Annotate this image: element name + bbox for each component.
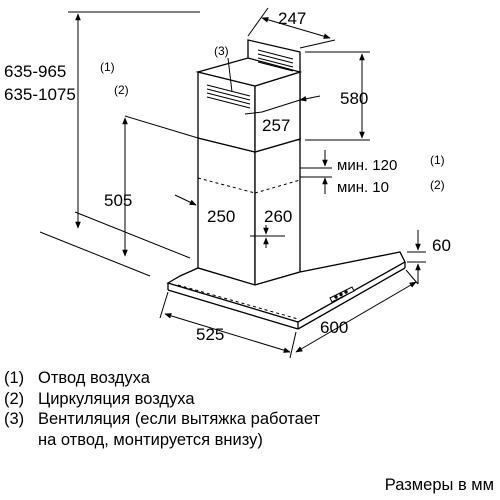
legend-item-2: (2) Циркуляция воздуха bbox=[4, 389, 496, 410]
dimension-lines bbox=[75, 7, 426, 359]
vent-callout-label: (3) bbox=[214, 44, 229, 58]
dim-chimney-depth-lower: 260 bbox=[264, 207, 292, 226]
dim-chimney-depth: 257 bbox=[262, 116, 290, 135]
dim-total-height-opt2-ref: (2) bbox=[114, 83, 129, 97]
dim-canopy-height: 60 bbox=[432, 236, 451, 255]
legend-item-2-text: Циркуляция воздуха bbox=[38, 389, 195, 408]
legend-item-1-num: (1) bbox=[4, 369, 25, 387]
dim-upper-chimney-height: 580 bbox=[340, 89, 368, 108]
dim-total-height-opt2: 635-1075 bbox=[4, 85, 76, 104]
units-note: Размеры в мм bbox=[384, 476, 494, 494]
wall-lines bbox=[39, 11, 200, 277]
dim-total-height-opt1: 635-965 bbox=[4, 62, 66, 81]
legend-item-3-continuation: на отвод, монтируется внизу) bbox=[38, 430, 263, 449]
dim-total-height-opt1-ref: (1) bbox=[100, 60, 115, 74]
min-gap-2-ref: (2) bbox=[430, 178, 445, 192]
legend-item-3: (3) Вентиляция (если вытяжка работает bbox=[4, 409, 496, 430]
vent-slots-rear bbox=[257, 49, 294, 72]
chimney-joint-dashed bbox=[197, 177, 301, 194]
legend-item-3-num: (3) bbox=[4, 410, 25, 428]
dim-chimney-width: 250 bbox=[207, 207, 235, 226]
min-gap-2: мин. 10 bbox=[337, 179, 389, 196]
dim-chimney-lower-height: 505 bbox=[104, 191, 132, 210]
legend-item-1: (1) Отвод воздуха bbox=[4, 368, 496, 389]
legend-item-2-num: (2) bbox=[4, 389, 25, 408]
legend-item-1-text: Отвод воздуха bbox=[38, 369, 150, 387]
dim-chimney-top-depth: 247 bbox=[278, 9, 306, 28]
chimney-drawing bbox=[195, 39, 303, 286]
min-gap-1: мин. 120 bbox=[337, 157, 397, 174]
legend-item-3-text: Вентиляция (если вытяжка работает bbox=[38, 410, 321, 428]
legend: (1) Отвод воздуха (2) Циркуляция воздуха (… bbox=[4, 368, 496, 450]
vent-slots-front bbox=[206, 84, 251, 109]
dim-canopy-width: 600 bbox=[320, 318, 348, 337]
dim-canopy-depth: 525 bbox=[196, 325, 224, 344]
min-gap-1-ref: (1) bbox=[430, 153, 445, 167]
